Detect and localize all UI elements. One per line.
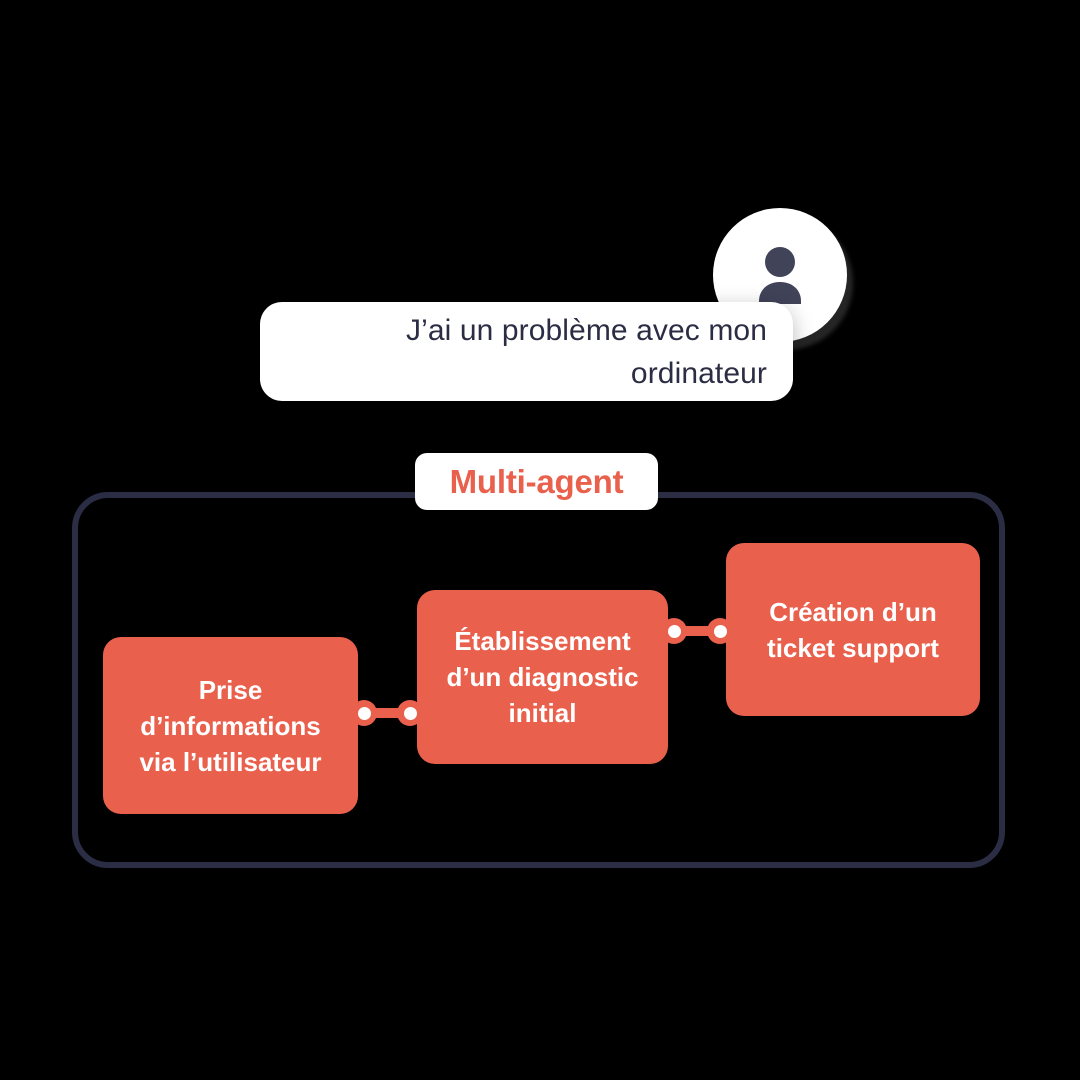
multi-agent-label-text: Multi-agent: [449, 462, 624, 500]
user-message-text: J’ai un problème avec mon ordinateur: [405, 313, 767, 390]
user-message-bubble: J’ai un problème avec mon ordinateur: [260, 302, 793, 401]
connector-node1-node2: [661, 618, 733, 644]
connector-dot-start: [351, 700, 377, 726]
agent-node-label: Prise d’informations via l’utilisateur: [139, 674, 322, 777]
agent-node-diagnostic-initial[interactable]: Établissement d’un diagnostic initial: [417, 590, 668, 764]
agent-node-label: Établissement d’un diagnostic initial: [446, 626, 639, 728]
person-icon: [759, 247, 801, 304]
agent-node-prise-informations[interactable]: Prise d’informations via l’utilisateur: [103, 637, 358, 814]
connector-node0-node1: [351, 700, 423, 726]
multi-agent-label-chip: Multi-agent: [415, 453, 658, 510]
agent-node-label: Création d’un ticket support: [767, 596, 939, 663]
connector-dot-end: [397, 700, 423, 726]
connector-dot-end: [707, 618, 733, 644]
agent-node-ticket-support[interactable]: Création d’un ticket support: [726, 543, 980, 716]
connector-dot-start: [661, 618, 687, 644]
